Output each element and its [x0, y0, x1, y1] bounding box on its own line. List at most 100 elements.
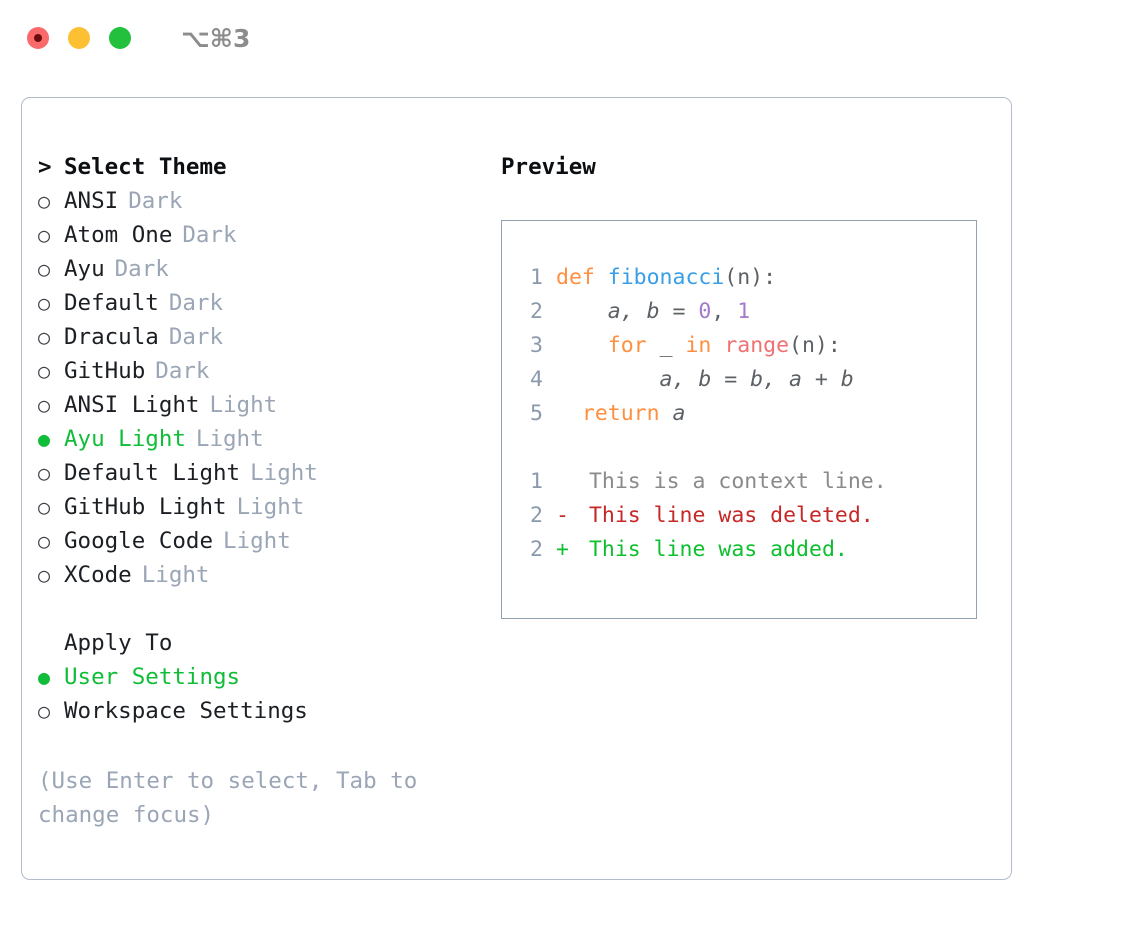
- radio-unselected-icon[interactable]: ○: [38, 461, 51, 485]
- radio-unselected-icon[interactable]: ○: [38, 359, 51, 383]
- theme-name-label: Google Code: [64, 528, 214, 554]
- radio-unselected-icon[interactable]: ○: [38, 189, 51, 213]
- code-line-text: for _ in range(n):: [556, 329, 841, 363]
- diff-line: 1 This is a context line.: [502, 465, 976, 499]
- minimize-button-icon[interactable]: [68, 27, 90, 49]
- theme-name-label: ANSI: [64, 188, 119, 214]
- apply-to-item[interactable]: ● User Settings: [38, 660, 478, 694]
- radio-unselected-icon[interactable]: ○: [38, 291, 51, 315]
- diff-line: 2- This line was deleted.: [502, 499, 976, 533]
- keyboard-shortcut-label: ⌥⌘3: [181, 23, 251, 53]
- diff-line: 2+ This line was added.: [502, 533, 976, 567]
- theme-name-label: Default Light: [64, 460, 241, 486]
- preview-title: Preview: [501, 154, 596, 180]
- theme-type-label: Light: [223, 528, 291, 554]
- theme-name-label: Ayu: [64, 256, 105, 282]
- close-button-icon[interactable]: [27, 27, 49, 49]
- theme-type-label: Dark: [155, 358, 210, 384]
- theme-list-header: >Select Theme: [38, 150, 478, 184]
- theme-type-label: Dark: [114, 256, 169, 282]
- radio-unselected-icon[interactable]: ○: [38, 325, 51, 349]
- code-token: ,: [711, 299, 738, 324]
- diff-line-text: This line was added.: [576, 537, 848, 562]
- code-token: return: [581, 401, 660, 426]
- code-token: 0: [698, 299, 712, 324]
- radio-selected-icon[interactable]: ●: [38, 427, 51, 451]
- code-diff-spacer: [502, 431, 976, 465]
- diff-marker: -: [556, 503, 569, 528]
- theme-list-item[interactable]: ○ Google Code Light: [38, 524, 478, 558]
- maximize-button-icon[interactable]: [109, 27, 131, 49]
- diff-sample: 1 This is a context line.2- This line wa…: [502, 465, 976, 567]
- keyboard-hint-text: (Use Enter to select, Tab to change focu…: [38, 768, 418, 828]
- code-line-number: 5: [530, 401, 543, 426]
- radio-unselected-icon[interactable]: ○: [38, 495, 51, 519]
- radio-unselected-icon[interactable]: ○: [38, 563, 51, 587]
- radio-unselected-icon[interactable]: ○: [38, 529, 51, 553]
- section-spacer: [38, 592, 478, 626]
- theme-type-label: Light: [141, 562, 210, 588]
- radio-unselected-icon[interactable]: ○: [38, 223, 51, 247]
- code-line-number: 4: [530, 367, 543, 392]
- code-token: _: [646, 333, 686, 358]
- apply-to-label: User Settings: [64, 664, 241, 690]
- theme-list-item[interactable]: ○ Default Light Light: [38, 456, 478, 490]
- apply-to-item[interactable]: ○Workspace Settings: [38, 694, 478, 728]
- theme-name-label: GitHub: [64, 358, 146, 384]
- apply-to-header-label: Apply To: [64, 630, 173, 656]
- theme-type-label: Light: [209, 392, 278, 418]
- radio-selected-icon[interactable]: ●: [38, 665, 51, 689]
- radio-unselected-icon[interactable]: ○: [38, 393, 51, 417]
- code-line-text: return a: [556, 397, 686, 431]
- diff-marker: [556, 465, 576, 499]
- code-token: a, b =: [556, 299, 699, 324]
- theme-name-label: Atom One: [64, 222, 173, 248]
- theme-type-label: Light: [250, 460, 318, 486]
- radio-unselected-icon[interactable]: ○: [38, 257, 51, 281]
- theme-list-item[interactable]: ○ GitHub Dark: [38, 354, 478, 388]
- theme-type-label: Dark: [182, 222, 237, 248]
- code-line: 4 a, b = b, a + b: [502, 363, 976, 397]
- code-line-text: a, b = 0, 1: [556, 295, 750, 329]
- code-line: 2 a, b = 0, 1: [502, 295, 976, 329]
- caret-icon: >: [38, 154, 52, 180]
- code-line-text: def fibonacci(n):: [556, 261, 776, 295]
- theme-list-item[interactable]: ○ Atom One Dark: [38, 218, 478, 252]
- code-line: 5 return a: [502, 397, 976, 431]
- code-token: (n):: [789, 333, 841, 358]
- theme-list-item[interactable]: ○ Ayu Dark: [38, 252, 478, 286]
- code-line-number: 2: [530, 299, 543, 324]
- radio-unselected-icon[interactable]: ○: [38, 699, 51, 723]
- theme-list-item[interactable]: ○ XCode Light: [38, 558, 478, 592]
- code-token: [711, 333, 724, 358]
- theme-name-label: XCode: [64, 562, 132, 588]
- theme-type-label: Light: [236, 494, 305, 520]
- titlebar: ⌥⌘3: [0, 0, 1140, 76]
- diff-line-text: This is a context line.: [576, 469, 887, 494]
- apply-to-header-marker: [38, 626, 64, 660]
- code-token: a, b = b, a + b: [556, 367, 854, 392]
- diff-line-number: 2: [530, 503, 543, 528]
- code-line-number: 1: [530, 265, 543, 290]
- apply-to-list: ● User Settings ○Workspace Settings: [38, 660, 478, 728]
- window-controls: [27, 27, 131, 49]
- theme-name-label: Default: [64, 290, 159, 316]
- code-token: [556, 333, 608, 358]
- code-line: 1 def fibonacci(n):: [502, 261, 976, 295]
- code-token: in: [685, 333, 712, 358]
- diff-line-text: This line was deleted.: [576, 503, 874, 528]
- diff-line-number: 2: [530, 537, 543, 562]
